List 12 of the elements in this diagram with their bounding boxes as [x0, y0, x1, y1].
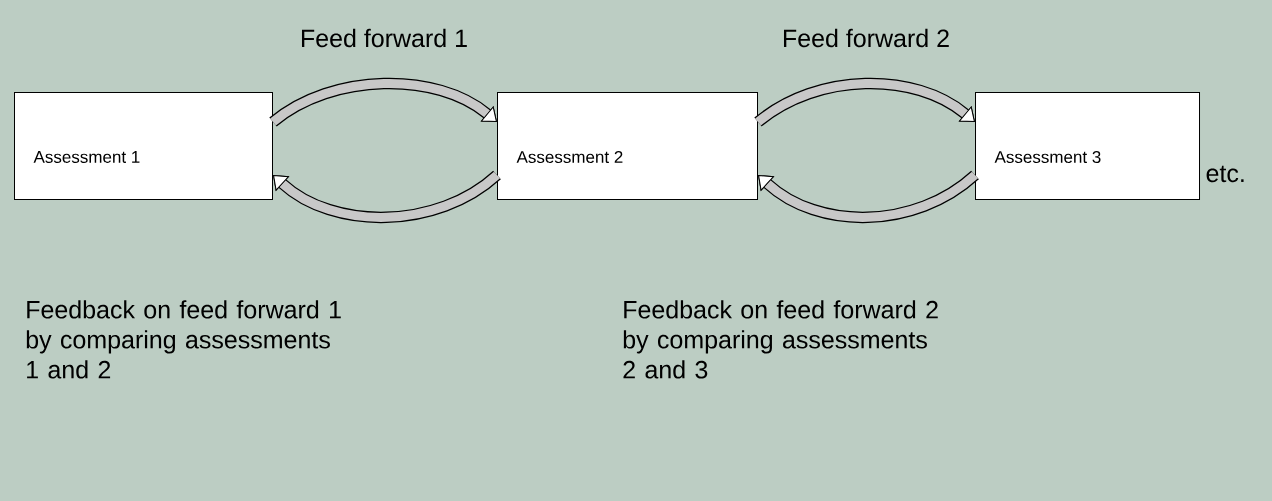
assessment-box: Assessment 3	[975, 92, 1200, 200]
edge-label: Feed forward 1	[302, 28, 467, 48]
note-label: etc.	[1206, 165, 1244, 183]
curved-arrow	[269, 77, 497, 127]
edge-label: Feedback on feed forward 1 by comparing assessments 1 and 2	[26, 300, 341, 379]
assessment-box: Assessment 2	[497, 92, 758, 200]
edge-label: Feed forward 2	[784, 28, 949, 48]
edge-label: Feedback on feed forward 2 by comparing assessments 2 and 3	[623, 300, 938, 379]
assessment-box: Assessment 1	[14, 92, 273, 200]
curved-arrow	[758, 170, 979, 224]
curved-arrow	[273, 170, 501, 224]
curved-arrow	[754, 77, 975, 127]
